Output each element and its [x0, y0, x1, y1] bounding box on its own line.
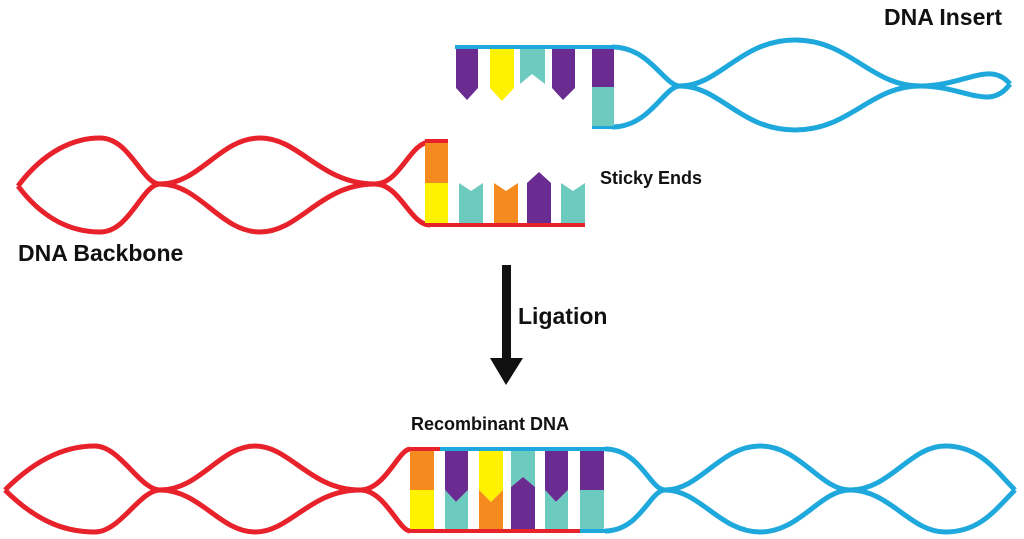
recombinant-left-strand-a: [3, 443, 411, 493]
ligation-arrow: [490, 265, 523, 385]
insert-base-1: [456, 49, 478, 100]
backbone-base-paired-bottom: [425, 183, 448, 223]
sticky-ends-label: Sticky Ends: [600, 168, 703, 188]
ligation-label: Ligation: [518, 303, 608, 329]
recombinant-top-base-1: [410, 451, 434, 490]
recombinant-bottom-base-1: [410, 490, 434, 529]
dna-insert-label: DNA Insert: [884, 4, 1002, 30]
recombinant-right-helix: [604, 443, 1017, 535]
recombinant-dna-label: Recombinant DNA: [411, 414, 570, 434]
backbone-base-1: [459, 183, 483, 223]
insert-helix: [611, 37, 1013, 133]
dna-backbone: [16, 135, 585, 235]
dna-backbone-label: DNA Backbone: [18, 240, 184, 266]
backbone-base-paired-top: [425, 143, 448, 183]
insert-helix-strand-b: [611, 82, 1013, 133]
insert-helix-strand-a: [611, 37, 1012, 89]
recombinant-top-base-4: [511, 451, 535, 487]
insert-base-4: [552, 49, 575, 100]
backbone-helix-strand-a: [16, 135, 431, 188]
insert-base-5-top: [592, 49, 614, 87]
backbone-base-2: [494, 183, 518, 223]
recombinant-top-base-5: [545, 451, 568, 502]
recombinant-right-strand-b: [604, 487, 1017, 535]
insert-base-2: [490, 49, 514, 101]
recombinant-top-base-3: [479, 451, 503, 502]
arrow-head: [490, 358, 523, 385]
backbone-helix-strand-b: [16, 181, 431, 235]
recombinant-bottom-base-3: [479, 490, 503, 529]
insert-base-5-bottom: [592, 87, 614, 126]
recombinant-bottom-base-6: [580, 490, 604, 529]
recombinant-dna: [3, 443, 1017, 535]
recombinant-left-strand-b: [3, 487, 411, 535]
recombinant-bottom-base-5: [545, 490, 568, 529]
recombinant-top-base-2: [445, 451, 468, 502]
recombinant-bottom-base-4: [511, 477, 535, 529]
recombinant-right-strand-a: [604, 443, 1017, 493]
backbone-base-4: [561, 183, 585, 223]
arrow-shaft: [502, 265, 511, 358]
backbone-helix: [16, 135, 431, 235]
dna-insert: [455, 37, 1013, 133]
recombinant-left-helix: [3, 443, 411, 535]
insert-base-3: [520, 49, 545, 84]
recombinant-top-base-6: [580, 451, 604, 490]
backbone-base-3: [527, 172, 551, 223]
recombinant-bottom-base-2: [445, 490, 468, 529]
